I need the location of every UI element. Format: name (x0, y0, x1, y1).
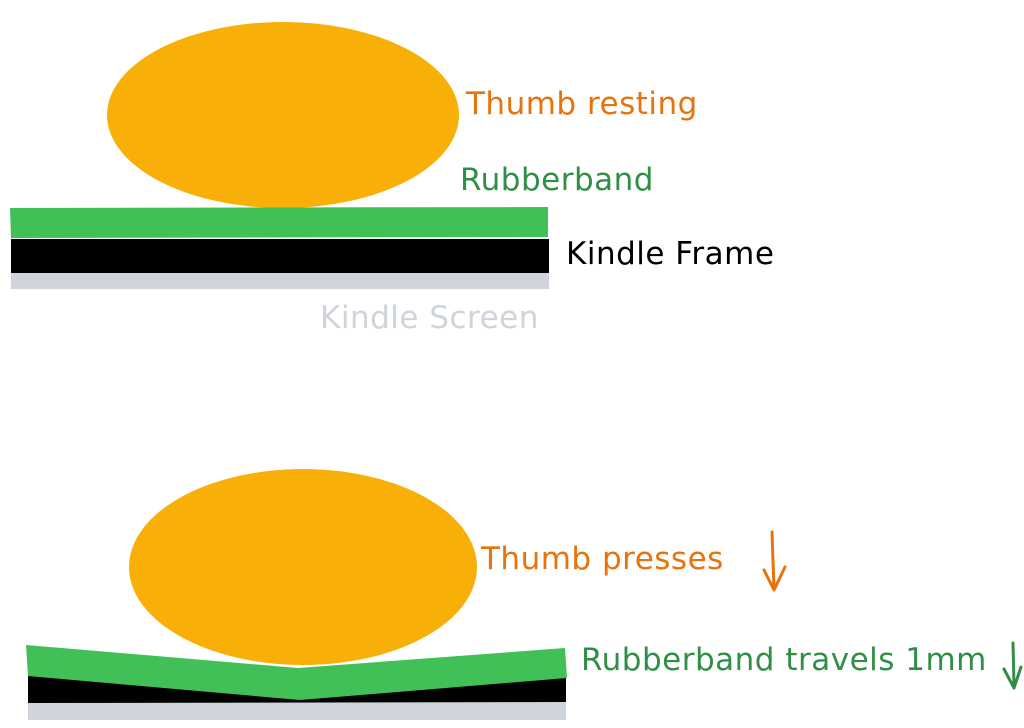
rubberband-layer-pressed (26, 645, 567, 700)
kindle-screen-label: Kindle Screen (320, 300, 539, 336)
kindle-frame-layer (11, 239, 549, 273)
kindle-frame-label: Kindle Frame (566, 236, 775, 272)
rubberband-travels-label: Rubberband travels 1mm (581, 642, 987, 678)
thumb-press-arrow-icon (762, 530, 787, 592)
rubberband-travel-arrow-icon (1002, 641, 1023, 690)
rubberband-label: Rubberband (460, 162, 654, 198)
kindle-screen-layer-pressed (28, 701, 566, 720)
thumb-presses-label: Thumb presses (481, 541, 724, 577)
kindle-screen-layer (11, 272, 549, 289)
thumb-pressing-shape (129, 469, 477, 665)
thumb-resting-shape (107, 22, 459, 208)
panel-resting (10, 22, 549, 289)
thumb-resting-label: Thumb resting (466, 86, 698, 122)
rubberband-layer (10, 207, 548, 238)
panel-pressed (26, 469, 1023, 720)
